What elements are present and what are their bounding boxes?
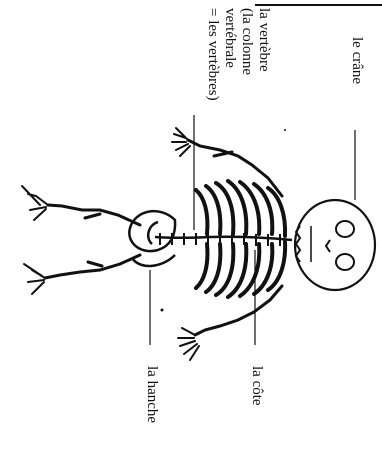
legs (22, 186, 140, 294)
skull (295, 200, 375, 290)
rib-label: la côte (248, 366, 265, 406)
arms (172, 128, 282, 360)
leader-lines (150, 115, 355, 345)
vertebra-label-line-1: la vertèbre (255, 8, 272, 101)
vertebra-label-line-4: = les vertèbres) (204, 8, 221, 101)
vertebra-label: la vertèbre (la colonne vertébrale = les… (204, 8, 272, 101)
skull-label: le crâne (348, 37, 365, 84)
stray-dot (161, 309, 164, 312)
stray-dot (284, 129, 286, 131)
hip-label: la hanche (143, 366, 160, 423)
vertebra-label-line-3: vertébrale (221, 8, 238, 101)
vertebra-label-line-2: (la colonne (238, 8, 255, 101)
